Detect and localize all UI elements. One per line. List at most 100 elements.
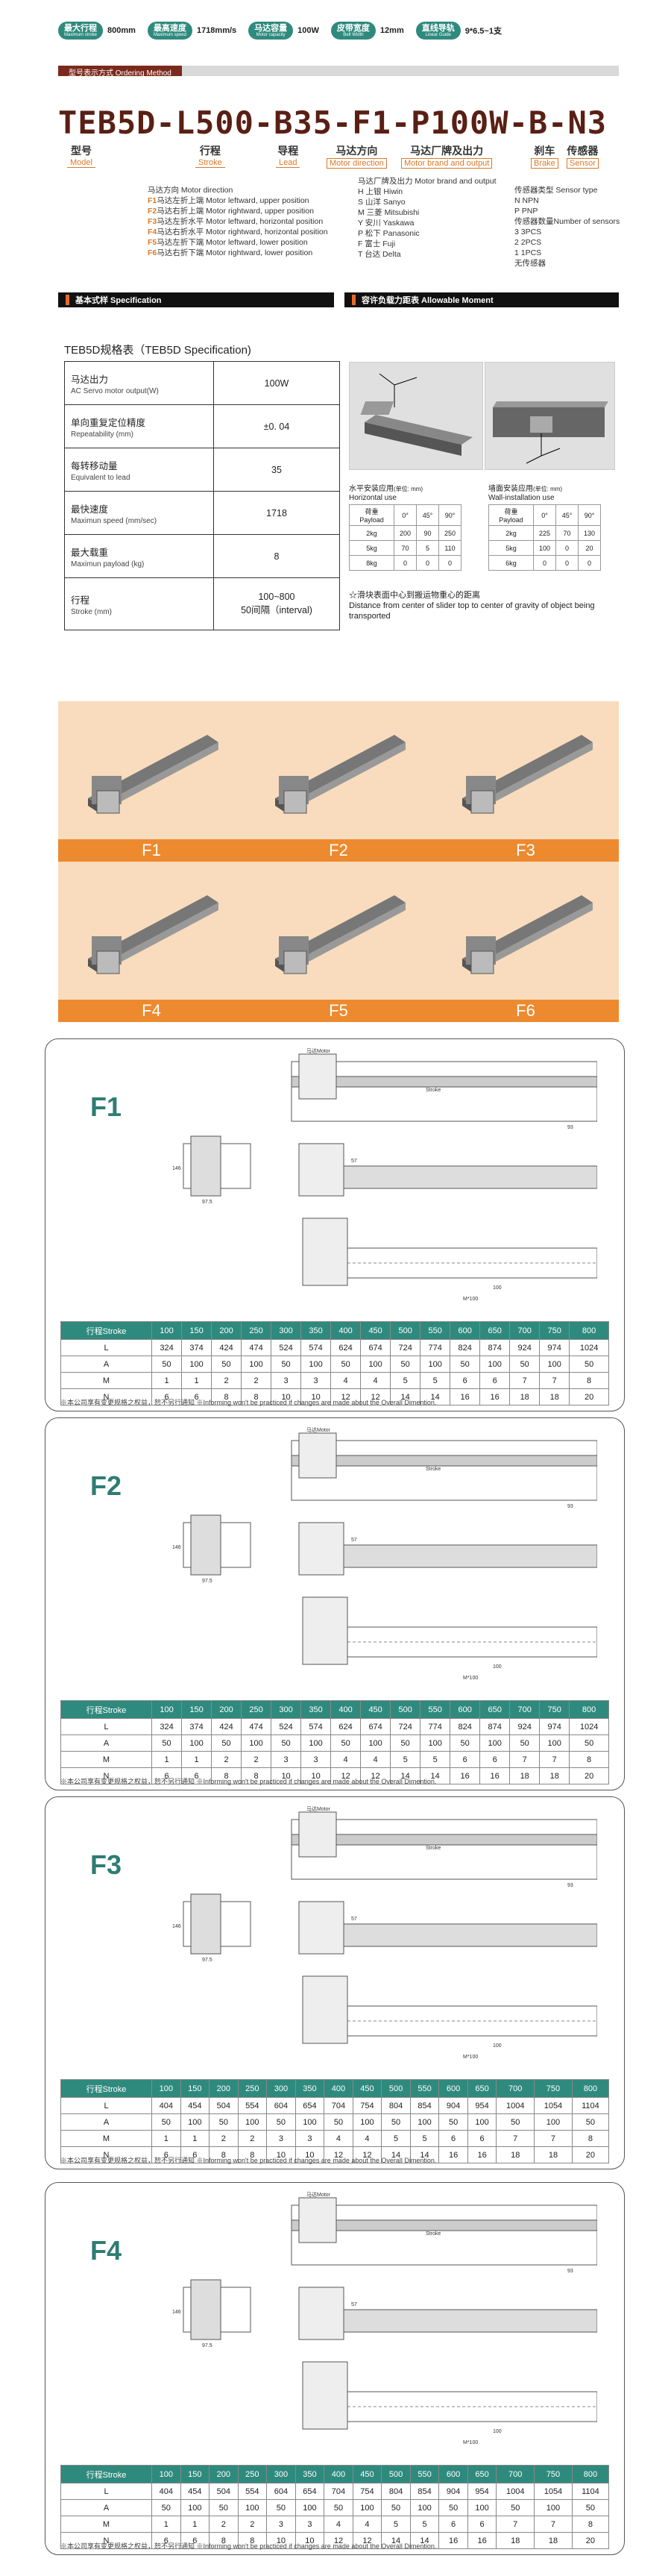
dimension-cell: 7 [539,1372,570,1389]
dimension-cell: 4 [330,1751,362,1768]
dimension-cell: 100 [479,1734,511,1752]
dimension-head-cell: 550 [409,2465,440,2483]
sensor-item: 无传感器 [514,259,546,268]
dimension-cell: 374 [181,1718,212,1735]
dimension-cell: 1104 [571,2483,610,2500]
dimension-cell: 50 [569,1356,609,1373]
dimension-cell: 18 [496,2532,535,2549]
dimension-cell: 100 [534,2113,573,2131]
dimension-head-cell: 350 [294,2079,325,2098]
load-cell: 100 [533,540,556,556]
dimension-cell: 1024 [569,1718,609,1735]
dimension-cell: 1 [181,1372,212,1389]
dimension-head-cell: 700 [509,1321,541,1340]
dimension-head-cell: 500 [381,2465,411,2483]
option-text: 马达右折水平 Motor rightward, horizontal posit… [157,228,328,236]
dimension-cell: 50 [151,1734,183,1752]
spec-label-cn: 马达出力 [71,374,109,385]
load-head-cell: 荷重 Payload [488,504,534,526]
dimension-cell: 3 [300,1372,332,1389]
dimension-cell: 2 [237,2516,268,2533]
dimension-cell: 100 [241,1734,272,1752]
dimension-cell: 7 [509,1372,541,1389]
load-cell: 5 [416,540,439,556]
sensor-item: 3 3PCS [514,228,542,236]
dimension-cell: 874 [479,1339,511,1356]
load-head-cell: 45° [416,504,439,526]
option-text: 马达左折水平 Motor leftward, horizontal positi… [157,217,324,226]
spec-label-en: Maximun payload (kg) [71,560,145,568]
dimension-head-cell: 550 [420,1700,451,1719]
spec-label-cn: 最快速度 [71,504,109,515]
dimension-cell: 50 [151,2113,181,2131]
svg-text:Stroke: Stroke [426,1467,441,1472]
dimension-head-cell: 200 [209,2079,239,2098]
dimension-cell: 50 [569,1734,609,1752]
dimension-cell: 14 [420,1767,451,1784]
dimension-cell: 20 [569,1388,609,1405]
dimension-cell: 1 [151,2130,181,2147]
load-head-cell: 0° [394,504,417,526]
option-text: 马达右折下端 Motor rightward, lower position [157,248,313,257]
dimension-cell: 424 [211,1718,242,1735]
motor-direction-item: F3马达左折水平 Motor leftward, horizontal posi… [148,216,328,227]
load-cell: 70 [394,540,417,556]
load-head-cell: 90° [578,504,601,526]
load-note-line: ☆滑块表面中心到搬运物重心的距离 [349,591,480,600]
badge-sub: Maximum speed [153,32,186,37]
dimension-cell: 18 [496,2146,535,2163]
dimension-cell: 50 [450,1356,481,1373]
dimension-cell: 100 [237,2499,268,2516]
dimension-cell: A [60,2113,152,2131]
dimension-cell: 654 [294,2097,325,2114]
spec-value-line: ±0. 04 [263,421,290,432]
dimension-head-cell: 100 [151,1321,183,1340]
svg-text:146: 146 [172,1166,181,1171]
dimension-cell: 16 [479,1388,511,1405]
dimension-cell: 7 [539,1751,570,1768]
dimension-cell: 6 [438,2516,468,2533]
spec-value: 100W [213,361,340,405]
dimension-cell: 100 [294,2113,325,2131]
dimension-head-cell: 250 [241,1700,272,1719]
dimension-cell: 404 [151,2483,181,2500]
dimension-cell: 50 [509,1356,541,1373]
motor-brand-item: M 三菱 Mitsubishi [358,208,420,217]
dimension-cell: 50 [266,2113,296,2131]
dimension-cell: L [60,2483,152,2500]
badge-value: 800mm [107,26,136,35]
dimension-head-cell: 行程Stroke [60,2465,152,2483]
dimension-cell: 5 [420,1751,451,1768]
dimension-note: ※本公司享有变更规格之权益，恕不另行通知 ※Informing won't be… [60,1778,437,1785]
dimension-cell: 7 [534,2130,573,2147]
dimension-head-cell: 200 [209,2465,239,2483]
dimension-head-cell: 600 [438,2465,468,2483]
dimension-head-cell: 700 [509,1700,541,1719]
dimension-head-cell: 200 [211,1700,242,1719]
dimension-cell: 14 [381,2532,411,2549]
motor-direction-item: F5马达左折下端 Motor leftward, lower position [148,237,328,248]
dimension-cell: 5 [420,1372,451,1389]
dimension-head-cell: 450 [352,2465,382,2483]
dimension-cell: 1 [180,2516,210,2533]
dimension-cell: 6 [181,1767,212,1784]
wall-load-caption: 墙面安装应用(单位: mm)Wall-installation use [488,485,563,502]
svg-text:M*100: M*100 [463,1297,478,1302]
dimension-cell: 974 [539,1718,570,1735]
spec-value: 8 [213,534,340,578]
svg-text:57: 57 [351,1917,357,1922]
svg-text:57: 57 [351,1538,357,1543]
